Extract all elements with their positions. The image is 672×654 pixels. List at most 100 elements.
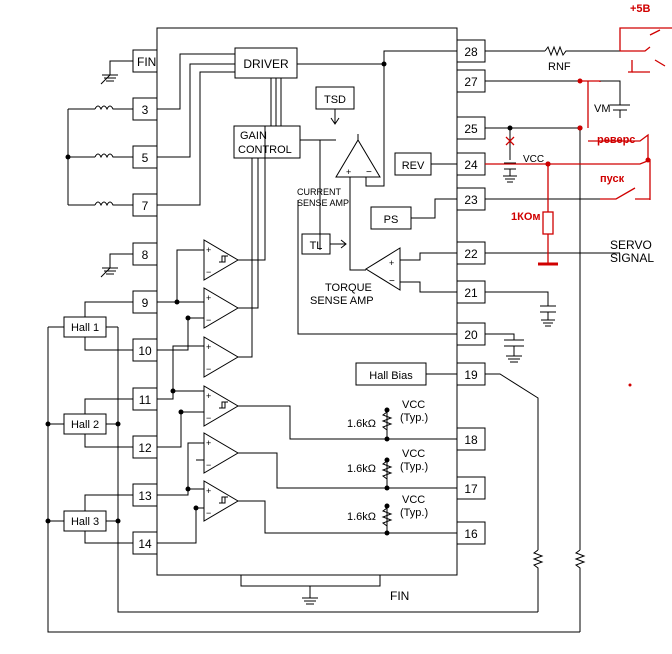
pin-10-label: 10 — [138, 344, 152, 358]
pin-21-label: 21 — [464, 286, 478, 300]
servo-label-2: SIGNAL — [610, 251, 654, 265]
pin-12-label: 12 — [138, 441, 152, 455]
comparator-2 — [203, 287, 239, 329]
red-dot-stray — [628, 383, 632, 387]
tsa-minus: − — [389, 276, 395, 287]
red-wire-start — [600, 187, 650, 200]
pullup-1-typ: (Typ.) — [400, 412, 428, 424]
pin-9-label: 9 — [142, 296, 149, 310]
cmp2-plus: + — [206, 293, 211, 303]
gain-control-block — [233, 125, 301, 159]
vcc-label: VCC — [523, 154, 544, 165]
cmp1-minus: − — [206, 267, 211, 277]
hysteresis-icon-1 — [219, 255, 228, 263]
red-wire-switch — [632, 29, 666, 73]
pullup-2-vcc: VCC — [402, 448, 425, 460]
junction-pu3 — [384, 503, 390, 509]
junction-9 — [174, 299, 180, 305]
cmp5-plus: + — [206, 438, 211, 448]
pullup-labels: VCC (Typ.) 1.6kΩ VCC (Typ.) 1.6kΩ VCC (T… — [347, 399, 428, 523]
junction-12 — [178, 409, 184, 415]
red-wire-reverse — [587, 81, 649, 160]
junction-pu3b — [384, 530, 390, 536]
tsd-label: TSD — [324, 94, 346, 106]
junction-hall-r2 — [115, 421, 121, 427]
red-dot-25 — [577, 125, 583, 131]
pin-17-label: 17 — [464, 482, 478, 496]
pullup-1-res: 1.6kΩ — [347, 418, 376, 430]
red-dot-res — [545, 161, 551, 167]
driver-label: DRIVER — [243, 57, 289, 71]
pullup-1-vcc: VCC — [402, 399, 425, 411]
red-resistor — [542, 211, 554, 235]
pullup-3-res: 1.6kΩ — [347, 511, 376, 523]
cmp3-plus: + — [206, 342, 211, 352]
junction-pu2b — [384, 485, 390, 491]
red-wire-v — [628, 60, 633, 73]
plus5v-label: +5В — [630, 3, 651, 15]
pin-20-label: 20 — [464, 328, 478, 342]
junction-11 — [170, 388, 176, 394]
pin-11-label: 11 — [139, 393, 152, 407]
junction-pu1 — [384, 407, 390, 413]
junction-pu2 — [384, 457, 390, 463]
vm-label: VM — [594, 103, 611, 115]
current-sense-label-2: SENSE AMP — [297, 198, 349, 208]
red-wire-top — [619, 27, 672, 52]
current-sense-label-1: CURRENT — [297, 187, 342, 197]
servo-label-1: SERVO — [610, 238, 652, 252]
torque-label-2: SENSE AMP — [310, 295, 374, 307]
comparator-3 — [203, 336, 239, 378]
pin-24-label: 24 — [464, 158, 478, 172]
junction-10 — [185, 315, 191, 321]
pin-5-label: 5 — [142, 151, 149, 165]
cmp5-minus: − — [206, 460, 211, 470]
junction-14 — [193, 505, 199, 511]
pin-23-label: 23 — [464, 193, 478, 207]
cmp6-plus: + — [206, 486, 211, 496]
junction-25 — [507, 125, 513, 131]
junction-pu1b — [384, 436, 390, 442]
reverse-label: реверс — [597, 134, 635, 146]
red-dot-24 — [645, 157, 651, 163]
junction-hall-l3 — [45, 518, 51, 524]
junction-dots — [45, 61, 583, 536]
tl-label: TL — [310, 240, 323, 252]
pin-25-label: 25 — [464, 122, 478, 136]
pullup-3-typ: (Typ.) — [400, 507, 428, 519]
csa-plus: + — [346, 167, 351, 177]
hall-1-label: Hall 1 — [71, 322, 99, 334]
comparator-5 — [203, 432, 239, 474]
hall-3-label: Hall 3 — [71, 516, 99, 528]
hysteresis-icon-2 — [219, 401, 228, 409]
cmp2-minus: − — [206, 315, 211, 325]
junction-driver — [381, 61, 387, 67]
tsa-plus: + — [389, 258, 394, 268]
torque-label-1: TORQUE — [325, 282, 372, 294]
pin-18-label: 18 — [464, 433, 478, 447]
ps-label: PS — [384, 214, 399, 226]
hall-2-label: Hall 2 — [71, 419, 99, 431]
driver-block — [234, 47, 298, 79]
hall-bias-label: Hall Bias — [369, 370, 413, 382]
pin-13-label: 13 — [138, 489, 152, 503]
red-wire-24 — [485, 159, 651, 200]
right-pins: 28 27 25 24 23 22 21 20 19 18 17 16 — [456, 39, 486, 545]
comparator-6 — [203, 480, 239, 522]
rev-label: REV — [402, 160, 425, 172]
cmp4-plus: + — [206, 391, 211, 401]
pin-3-label: 3 — [142, 103, 149, 117]
resistor-label: 1КОм — [511, 211, 541, 223]
current-sense-amp — [335, 139, 381, 178]
comparator-4 — [203, 385, 239, 427]
left-pins: FIN 3 5 7 8 9 10 11 12 13 14 — [132, 49, 158, 555]
hall-comparators: +− +− +− +− +− +− — [203, 239, 239, 522]
pin-19-label: 19 — [464, 368, 478, 382]
pin-16-label: 16 — [464, 527, 478, 541]
fin-bottom-label: FIN — [390, 589, 409, 603]
hysteresis-icon-3 — [219, 496, 228, 504]
pullup-3-vcc: VCC — [402, 494, 425, 506]
red-cross-icon — [505, 136, 515, 146]
red-annotations: +5В реверс пуск 1КОм — [485, 3, 672, 387]
